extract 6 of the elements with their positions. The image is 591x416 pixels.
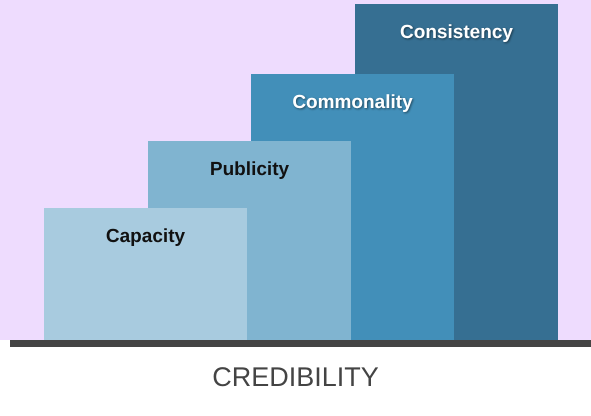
bar-label: Consistency xyxy=(400,22,513,44)
step-bar xyxy=(44,208,247,340)
axis-title: CREDIBILITY xyxy=(212,362,379,392)
bar-label: Publicity xyxy=(210,159,290,181)
bar-label: Commonality xyxy=(292,92,413,114)
bar-label: Capacity xyxy=(106,226,186,248)
